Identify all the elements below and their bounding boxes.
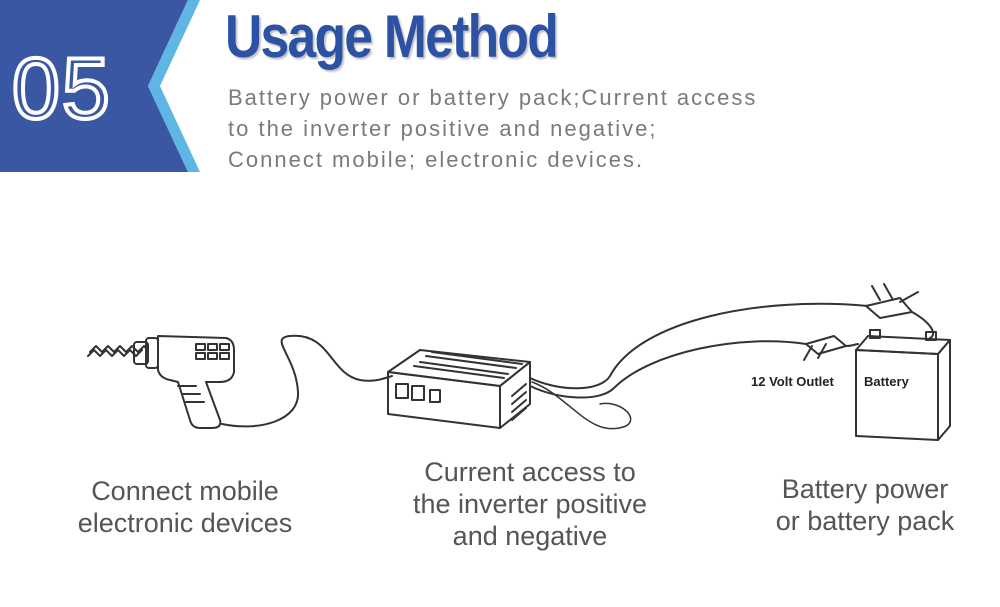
caption-line: Connect mobile xyxy=(91,476,279,506)
caption-device: Connect mobile electronic devices xyxy=(50,475,320,539)
caption-inverter: Current access to the inverter positive … xyxy=(380,456,680,552)
step-number: 05 xyxy=(12,41,112,137)
positive-cable xyxy=(529,302,869,390)
caption-line: Current access to xyxy=(424,457,636,487)
step-badge: 05 xyxy=(0,0,200,172)
caption-line: and negative xyxy=(452,521,608,551)
drill-cable xyxy=(221,334,393,428)
caption-line: the inverter positive xyxy=(412,489,648,519)
caption-line: or battery pack xyxy=(775,506,955,536)
negative-cable xyxy=(529,340,807,399)
description-line: Connect mobile; electronic devices. xyxy=(228,147,645,172)
caption-battery: Battery power or battery pack xyxy=(740,473,990,537)
page-title: Usage Method xyxy=(225,3,559,70)
description: Battery power or battery pack;Current ac… xyxy=(228,82,757,175)
outlet-label: 12 Volt Outlet xyxy=(751,374,834,389)
description-line: to the inverter positive and negative; xyxy=(228,116,658,141)
battery-icon xyxy=(855,329,951,441)
usage-illustration: 12 Volt Outlet Battery xyxy=(87,283,951,441)
clamp-icon xyxy=(865,283,919,319)
caption-line: electronic devices xyxy=(77,508,293,538)
battery-label: Battery xyxy=(864,374,910,389)
inverter-icon xyxy=(387,349,531,429)
clamp-icon xyxy=(803,335,847,361)
description-line: Battery power or battery pack;Current ac… xyxy=(228,85,758,110)
drill-icon xyxy=(87,335,235,429)
caption-line: Battery power xyxy=(781,474,949,504)
